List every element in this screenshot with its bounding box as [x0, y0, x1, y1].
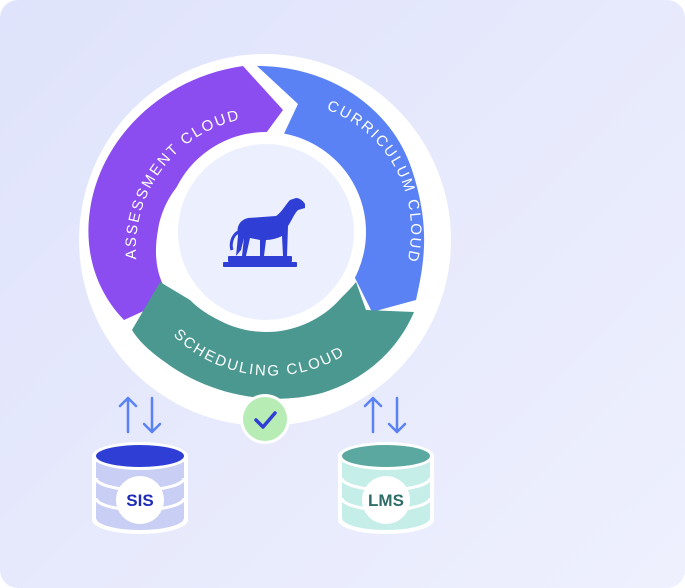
lms-database-top [342, 445, 430, 467]
check-badge [243, 397, 287, 441]
scheduling-cloud-segment[interactable] [132, 282, 414, 399]
lms-sync-arrows-icon [363, 396, 407, 434]
assessment-cloud-segment[interactable] [88, 66, 283, 320]
lms-label-badge [362, 476, 410, 524]
greyhound-logo-icon [223, 198, 305, 267]
sis-label-badge [116, 476, 164, 524]
sis-label: SIS [126, 491, 153, 510]
check-icon [254, 411, 277, 429]
sis-database[interactable]: SIS [92, 442, 188, 534]
sis-sync-arrows-icon [118, 396, 162, 434]
lms-database[interactable]: LMS [338, 442, 434, 534]
sis-database-top [96, 445, 184, 467]
lms-label: LMS [368, 491, 404, 510]
curriculum-cloud-segment[interactable] [257, 66, 425, 312]
